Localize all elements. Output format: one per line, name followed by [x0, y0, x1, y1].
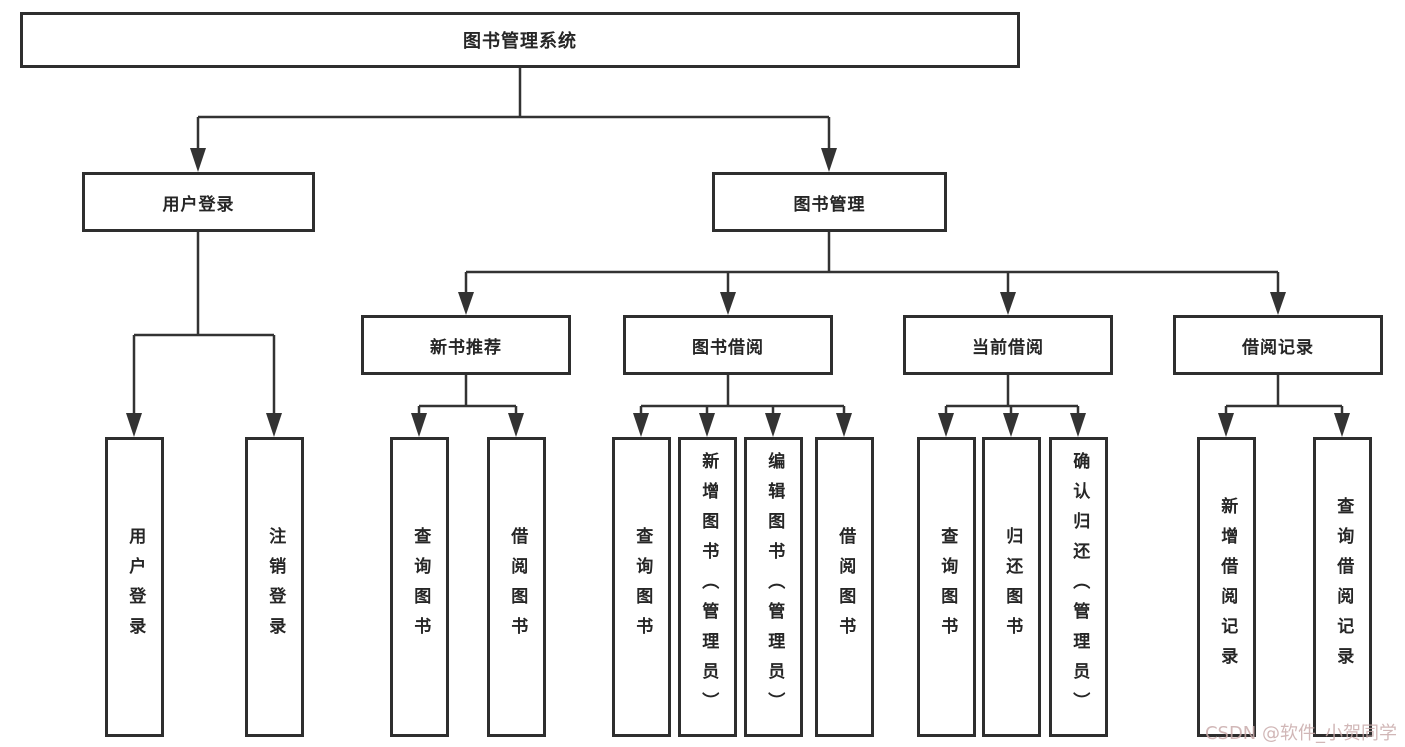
leaf-rec-query-book: 查询图书	[390, 437, 449, 737]
leaf-rec-query-book-label: 查询图书	[410, 527, 431, 647]
node-book-borrow: 图书借阅	[623, 315, 833, 375]
leaf-record-add-record-label: 新增借阅记录	[1217, 497, 1238, 677]
leaf-borrow-add-book-admin-label: 新增图书（管理员）	[698, 452, 719, 722]
leaf-logout: 注销登录	[245, 437, 304, 737]
leaf-borrow-borrow-book-label: 借阅图书	[835, 527, 856, 647]
csdn-watermark: CSDN @软件_小贺同学	[1204, 723, 1397, 744]
leaf-user-login-label: 用户登录	[125, 527, 146, 647]
leaf-current-return-book-label: 归还图书	[1002, 527, 1023, 647]
node-current-borrow: 当前借阅	[903, 315, 1113, 375]
leaf-borrow-borrow-book: 借阅图书	[815, 437, 874, 737]
leaf-logout-label: 注销登录	[265, 527, 286, 647]
node-new-book-recommend-label: 新书推荐	[430, 337, 502, 358]
node-library-system: 图书管理系统	[20, 12, 1020, 68]
node-new-book-recommend: 新书推荐	[361, 315, 571, 375]
leaf-current-query-book-label: 查询图书	[937, 527, 958, 647]
node-borrow-record-label: 借阅记录	[1242, 337, 1314, 358]
leaf-current-confirm-return-admin: 确认归还（管理员）	[1049, 437, 1108, 737]
node-library-system-label: 图书管理系统	[463, 31, 577, 52]
node-book-borrow-label: 图书借阅	[692, 337, 764, 358]
leaf-borrow-edit-book-admin-label: 编辑图书（管理员）	[764, 452, 785, 722]
node-current-borrow-label: 当前借阅	[972, 337, 1044, 358]
connector-segments	[132, 66, 1344, 416]
node-book-management-label: 图书管理	[793, 194, 866, 215]
leaf-current-confirm-return-admin-label: 确认归还（管理员）	[1069, 452, 1090, 722]
leaf-user-login: 用户登录	[105, 437, 164, 737]
node-user-login-label: 用户登录	[162, 194, 235, 215]
leaf-borrow-add-book-admin: 新增图书（管理员）	[678, 437, 737, 737]
node-user-login: 用户登录	[82, 172, 315, 232]
leaf-borrow-edit-book-admin: 编辑图书（管理员）	[744, 437, 803, 737]
leaf-rec-borrow-book: 借阅图书	[487, 437, 546, 737]
leaf-rec-borrow-book-label: 借阅图书	[507, 527, 528, 647]
leaf-record-query-record-label: 查询借阅记录	[1333, 497, 1354, 677]
leaf-record-add-record: 新增借阅记录	[1197, 437, 1256, 737]
node-book-management: 图书管理	[712, 172, 947, 232]
leaf-borrow-query-book-label: 查询图书	[632, 527, 653, 647]
arrowheads	[126, 148, 1350, 437]
leaf-current-query-book: 查询图书	[917, 437, 976, 737]
leaf-record-query-record: 查询借阅记录	[1313, 437, 1372, 737]
node-borrow-record: 借阅记录	[1173, 315, 1383, 375]
leaf-borrow-query-book: 查询图书	[612, 437, 671, 737]
leaf-current-return-book: 归还图书	[982, 437, 1041, 737]
